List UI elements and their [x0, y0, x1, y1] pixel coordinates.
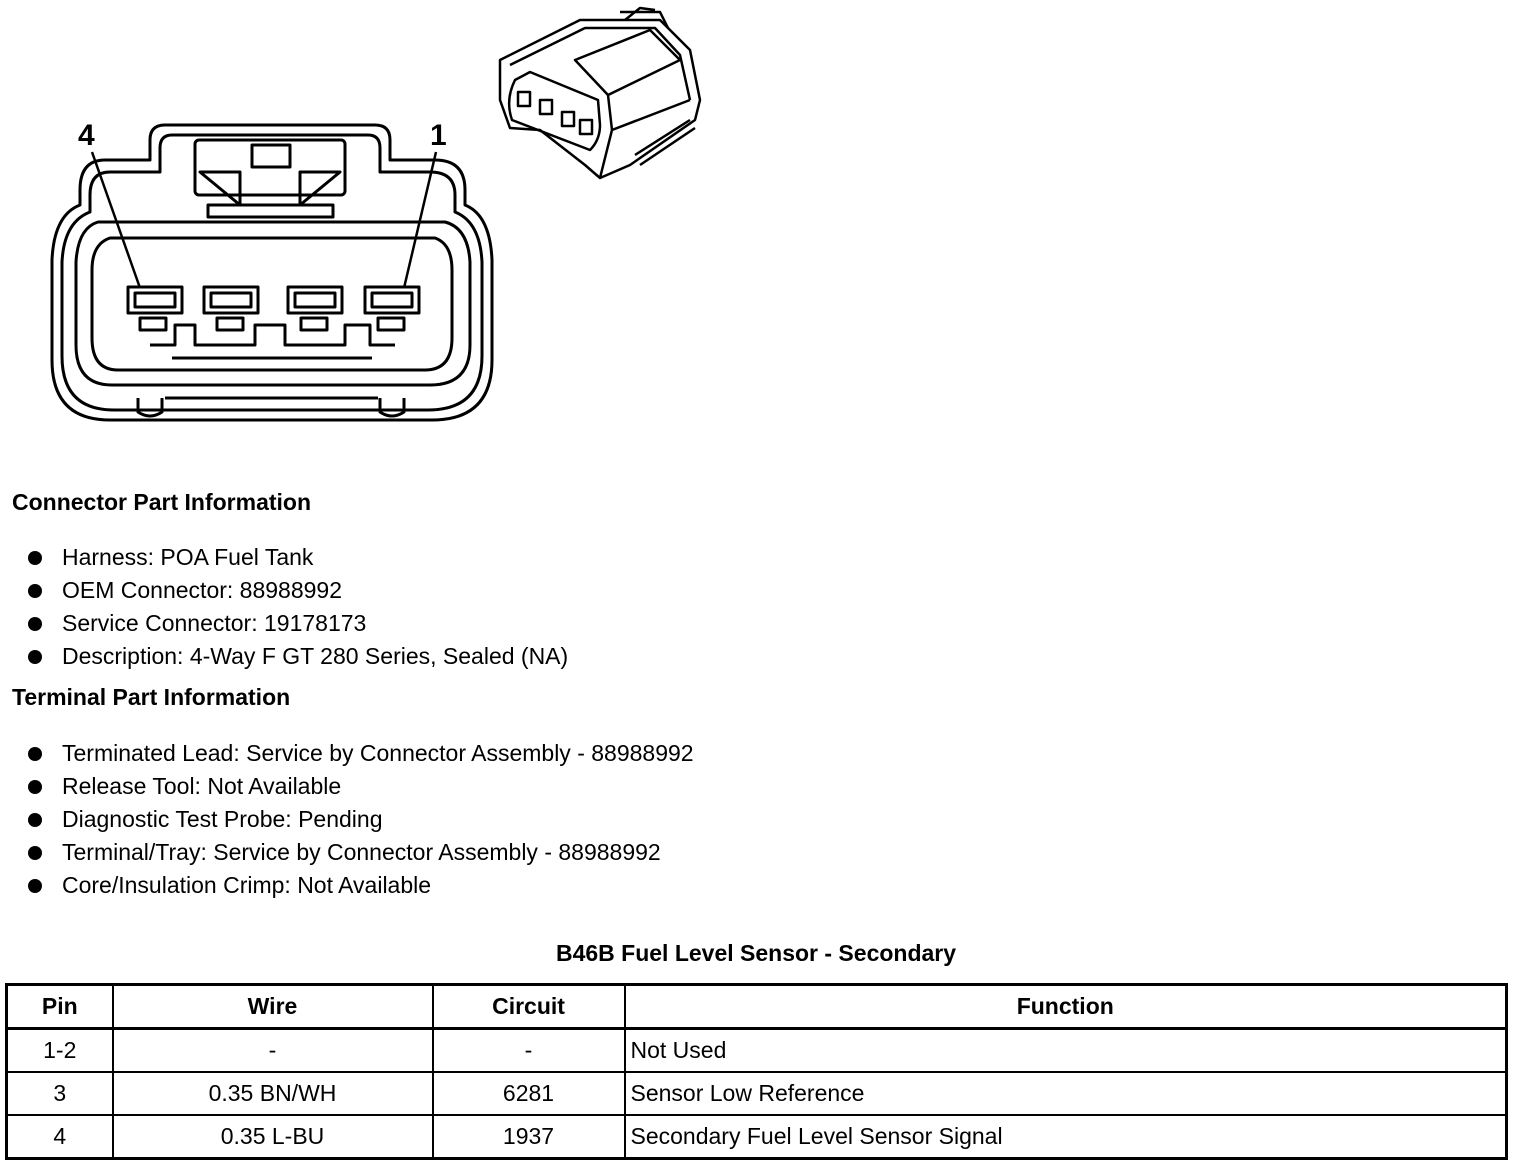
bullet-icon: [28, 780, 42, 794]
connector-face-diagram: 4 1: [50, 6, 702, 422]
list-item-text: Terminal/Tray: Service by Connector Asse…: [62, 839, 661, 865]
bullet-icon: [28, 879, 42, 893]
cell-wire: 0.35 BN/WH: [111, 1071, 434, 1116]
bullet-icon: [28, 846, 42, 860]
column-header-function: Function: [623, 983, 1508, 1030]
bullet-icon: [28, 584, 42, 598]
pin-label-4: 4: [78, 119, 95, 152]
list-item: Diagnostic Test Probe: Pending: [28, 804, 694, 837]
bullet-icon: [28, 747, 42, 761]
cell-circuit: 1937: [431, 1114, 626, 1160]
leader-line-1: [402, 151, 438, 289]
cell-circuit: -: [431, 1027, 626, 1073]
column-header-pin: Pin: [5, 983, 114, 1030]
cell-circuit: 6281: [431, 1071, 626, 1116]
list-item-text: Service Connector: 19178173: [62, 610, 367, 636]
terminal-cavity-1-inner: [370, 291, 414, 309]
list-item: Service Connector: 19178173: [28, 608, 568, 641]
bullet-icon: [28, 813, 42, 827]
column-header-circuit: Circuit: [431, 983, 626, 1030]
list-item: Terminal/Tray: Service by Connector Asse…: [28, 837, 694, 870]
list-item: Terminated Lead: Service by Connector As…: [28, 738, 694, 771]
bottom-groove: [165, 396, 378, 412]
mating-face-outline: [74, 220, 472, 387]
bullet-icon: [28, 650, 42, 664]
bullet-icon: [28, 617, 42, 631]
cell-pin: 1-2: [5, 1027, 114, 1073]
mating-face-inner: [90, 236, 454, 372]
cell-function: Sensor Low Reference: [623, 1071, 1508, 1116]
pin-label-1: 1: [430, 119, 447, 152]
list-item: Release Tool: Not Available: [28, 771, 694, 804]
list-item-text: OEM Connector: 88988992: [62, 577, 343, 603]
slot-4: [138, 316, 168, 332]
bottom-tab-right: [378, 398, 406, 418]
leader-line-4: [90, 151, 142, 289]
housing-outline: [50, 123, 494, 422]
table-row: 1-2 - - Not Used: [5, 1027, 1508, 1073]
latch-window: [193, 138, 347, 197]
terminal-part-info-list: Terminated Lead: Service by Connector As…: [28, 738, 694, 903]
latch-ramp-left: [198, 170, 242, 207]
terminal-cavity-2-inner: [293, 291, 337, 309]
cell-function: Not Used: [623, 1027, 1508, 1073]
list-item: Core/Insulation Crimp: Not Available: [28, 870, 694, 903]
list-item-text: Terminated Lead: Service by Connector As…: [62, 740, 694, 766]
list-item: Harness: POA Fuel Tank: [28, 542, 568, 575]
pinout-table: Pin Wire Circuit Function 1-2 - - Not Us…: [5, 983, 1508, 1160]
list-item-text: Harness: POA Fuel Tank: [62, 544, 314, 570]
slot-3: [215, 316, 245, 332]
connector-part-info-list: Harness: POA Fuel Tank OEM Connector: 88…: [28, 542, 568, 674]
list-item: Description: 4-Way F GT 280 Series, Seal…: [28, 641, 568, 674]
slot-2: [299, 316, 329, 332]
table-row: 4 0.35 L-BU 1937 Secondary Fuel Level Se…: [5, 1114, 1508, 1160]
terminal-cavity-4: [126, 285, 184, 315]
latch-base: [206, 203, 335, 219]
latch-ramp-right: [298, 170, 342, 207]
keying-ribs: [150, 323, 395, 347]
cell-pin: 4: [5, 1114, 114, 1160]
list-item-text: Diagnostic Test Probe: Pending: [62, 806, 383, 832]
terminal-cavity-3: [202, 285, 260, 315]
table-header-row: Pin Wire Circuit Function: [5, 983, 1508, 1030]
terminal-cavity-4-inner: [133, 291, 177, 309]
housing-inner-outline: [60, 133, 484, 412]
latch-bar: [250, 143, 292, 169]
list-item-text: Core/Insulation Crimp: Not Available: [62, 872, 432, 898]
table-row: 3 0.35 BN/WH 6281 Sensor Low Reference: [5, 1071, 1508, 1116]
connector-isometric-view: [498, 6, 702, 180]
cell-wire: -: [111, 1027, 434, 1073]
cell-pin: 3: [5, 1071, 114, 1116]
list-item: OEM Connector: 88988992: [28, 575, 568, 608]
list-item-text: Description: 4-Way F GT 280 Series, Seal…: [62, 643, 569, 669]
cell-function: Secondary Fuel Level Sensor Signal: [623, 1114, 1508, 1160]
list-item-text: Release Tool: Not Available: [62, 773, 342, 799]
terminal-cavity-1: [363, 285, 421, 315]
terminal-cavity-3-inner: [209, 291, 253, 309]
slot-1: [376, 316, 406, 332]
terminal-cavity-2: [286, 285, 344, 315]
bullet-icon: [28, 551, 42, 565]
bottom-tab-left: [136, 398, 164, 418]
cell-wire: 0.35 L-BU: [111, 1114, 434, 1160]
terminal-part-info-title: Terminal Part Information: [12, 684, 291, 710]
connector-part-info-title: Connector Part Information: [12, 489, 312, 515]
column-header-wire: Wire: [111, 983, 434, 1030]
pinout-table-title: B46B Fuel Level Sensor - Secondary: [555, 940, 957, 966]
